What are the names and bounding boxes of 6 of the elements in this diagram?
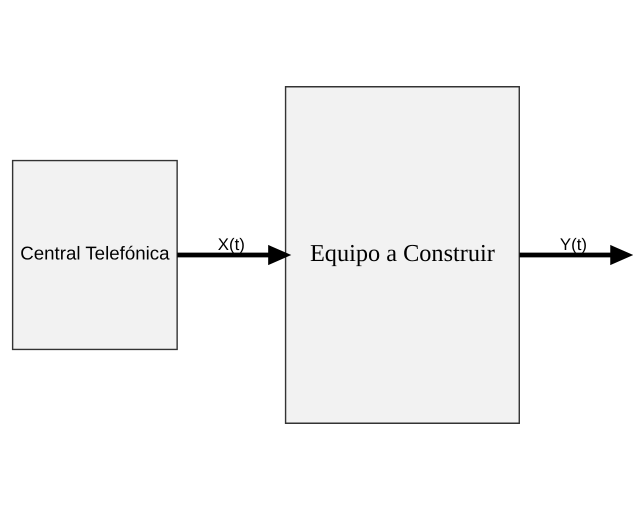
arrow [519, 244, 633, 265]
edge-label: X(t) [218, 234, 245, 254]
node-box: Equipo a Construir [284, 86, 520, 424]
arrow [177, 244, 292, 265]
edge-label: Y(t) [560, 234, 588, 254]
node-box: Central Telefónica [12, 159, 178, 350]
